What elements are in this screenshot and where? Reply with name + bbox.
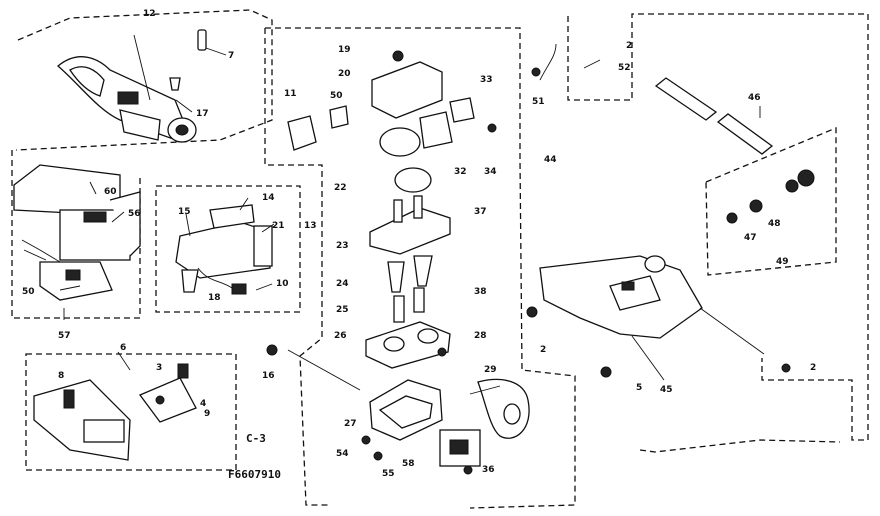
label-32: 32 [454,167,467,177]
label-48: 48 [768,219,781,229]
label-54: 54 [336,449,349,459]
label-49: 49 [776,257,789,267]
label-47: 47 [744,233,757,243]
drawing-number: F6607910 [228,468,281,481]
label-27: 27 [344,419,357,429]
thermostat-module [13,164,141,320]
label-21: 21 [272,221,285,231]
label-4: 4 [200,399,206,409]
screw-17-icon [169,77,181,91]
label-37: 37 [474,207,487,217]
label-46: 46 [748,93,761,103]
mounting-bracket [526,255,791,381]
label-8: 8 [58,371,64,381]
label-2a: 2 [626,41,632,51]
label-45: 45 [660,385,673,395]
label-2c: 2 [810,363,816,373]
burner-assembly [56,34,197,143]
valve-bracket-module [175,197,275,295]
label-6: 6 [120,343,126,353]
label-25: 25 [336,305,349,315]
label-29: 29 [484,365,497,375]
label-13: 13 [304,221,317,231]
label-58: 58 [402,459,415,469]
label-16: 16 [262,371,275,381]
label-5: 5 [636,383,642,393]
label-56: 56 [128,209,141,219]
gas-valve-assembly [287,50,530,467]
label-12: 12 [143,9,156,19]
label-3: 3 [156,363,162,373]
label-44: 44 [544,155,557,165]
label-14: 14 [262,193,275,203]
label-28: 28 [474,331,487,341]
label-38: 38 [474,287,487,297]
label-51: 51 [532,97,545,107]
label-24: 24 [336,279,349,289]
label-11: 11 [284,89,297,99]
label-26: 26 [334,331,347,341]
label-10: 10 [276,279,289,289]
igniter-module [33,351,197,461]
label-57: 57 [58,331,71,341]
label-20: 20 [338,69,351,79]
group-boundaries [11,9,869,509]
label-19: 19 [338,45,351,55]
label-2b: 2 [540,345,546,355]
label-18: 18 [208,293,221,303]
label-9: 9 [204,409,210,419]
part-labels: 12 7 17 60 56 50 57 15 14 21 13 10 18 6 … [22,9,816,479]
label-7: 7 [228,51,234,61]
screw-7-icon [197,29,227,56]
label-34: 34 [484,167,497,177]
label-17: 17 [196,109,209,119]
label-50: 50 [22,287,35,297]
label-23: 23 [336,241,349,251]
label-50b: 50 [330,91,343,101]
pilot-tube-assembly [539,43,815,224]
label-55: 55 [382,469,395,479]
label-52: 52 [618,63,631,73]
label-60: 60 [104,187,117,197]
label-22: 22 [334,183,347,193]
label-36: 36 [482,465,495,475]
label-15: 15 [178,207,191,217]
label-33: 33 [480,75,493,85]
figure-code: C-3 [246,432,266,445]
fasteners [266,67,541,475]
